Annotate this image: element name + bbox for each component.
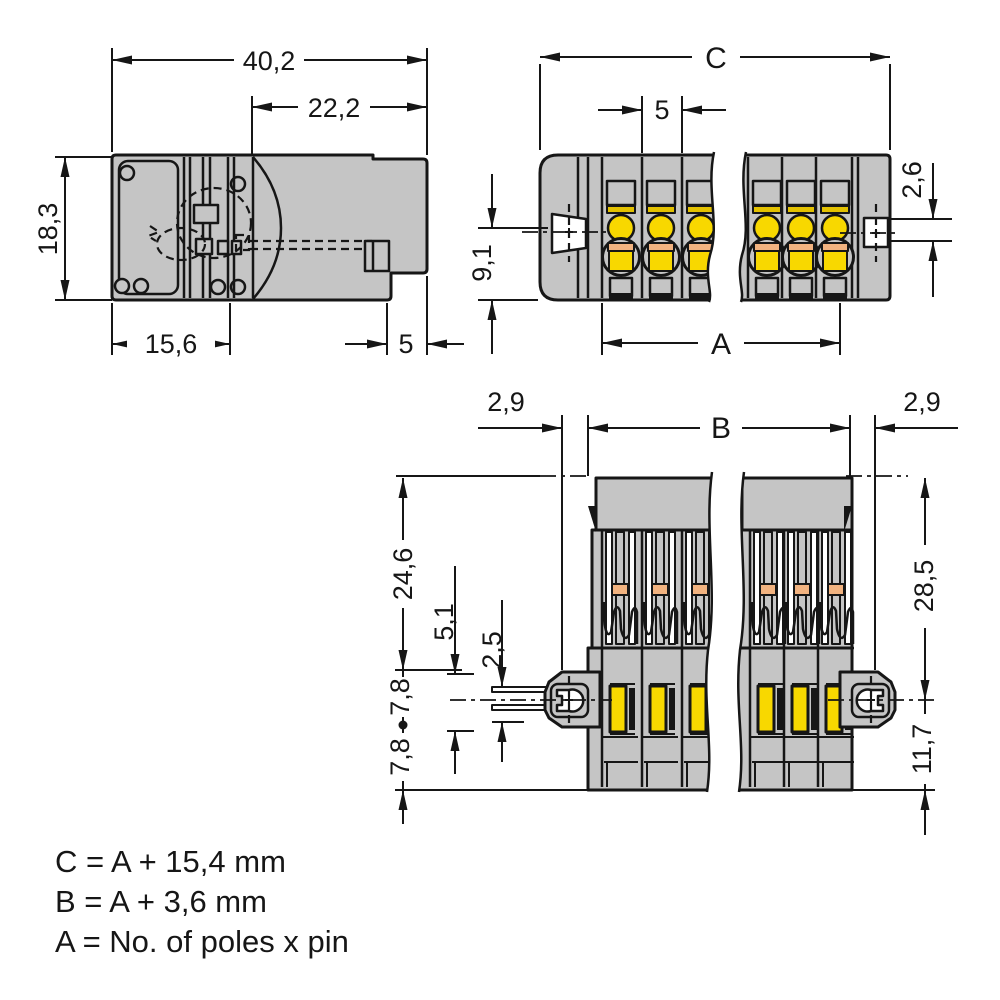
dim-total-width-C: C	[539, 42, 891, 150]
dim-pole-span-A: A	[601, 303, 841, 361]
legend-line-c: C = A + 15,4 mm	[55, 844, 286, 879]
top-view-left-mounting-slot	[550, 204, 588, 262]
side-view-latch	[363, 239, 391, 273]
dim-pin-offset-2-5: 2,5	[477, 600, 524, 762]
dim-total-height-28-5: 28,5	[909, 478, 939, 700]
dim-left-width-15-6: 15,6	[111, 303, 231, 359]
dim-label-A: A	[711, 328, 731, 361]
dim-label-9-1: 9,1	[467, 244, 497, 282]
dim-label-15-6: 15,6	[145, 329, 198, 359]
dim-collar-height-5-1: 5,1	[429, 566, 474, 774]
legend: C = A + 15,4 mm B = A + 3,6 mm A = No. o…	[55, 844, 349, 959]
dim-label-7-8-upper: 7,8	[385, 678, 415, 716]
dim-label-B: B	[711, 412, 731, 445]
dim-label-24-6: 24,6	[388, 548, 418, 601]
dim-label-11-7: 11,7	[907, 724, 937, 775]
dim-label-18-3: 18,3	[33, 203, 63, 256]
front-view: 2,9 B 2,9 24,6 7,8 7,	[385, 387, 958, 835]
front-view-break-lines	[705, 471, 746, 793]
dim-left-offset-2-9: 2,9	[478, 387, 589, 670]
dim-label-5-step: 5	[398, 329, 413, 359]
dim-label-22-2: 22,2	[308, 93, 361, 123]
dim-label-2-5: 2,5	[477, 631, 507, 669]
dim-pin-row-7-8-lower: 7,8	[385, 725, 415, 824]
dim-center-to-edge-9-1: 9,1	[467, 174, 606, 354]
dim-pole-pitch-5: 5	[598, 95, 726, 153]
dim-step-width-5: 5	[345, 276, 464, 359]
side-view-body	[110, 153, 429, 302]
dim-label-2-6: 2,6	[897, 161, 927, 199]
dim-label-40-2: 40,2	[243, 46, 296, 76]
legend-line-a: A = No. of poles x pin	[55, 924, 349, 959]
dim-lower-height-11-7: 11,7	[907, 700, 937, 835]
dim-label-C: C	[705, 42, 727, 75]
dim-slot-height-2-6: 2,6	[840, 161, 952, 297]
dim-label-28-5: 28,5	[909, 560, 939, 613]
dim-body-width-B: B	[588, 412, 850, 445]
dim-total-width-40-2: 40,2	[111, 46, 428, 155]
dim-pin-row-7-8-upper: 7,8	[385, 670, 415, 730]
top-view: C 5 9,1 2,6	[467, 42, 952, 361]
dim-height-18-3: 18,3	[33, 156, 112, 301]
side-view: 40,2 22,2 18,3 15,6 5	[33, 46, 464, 359]
dim-label-2-9-left: 2,9	[487, 387, 525, 417]
dim-label-5-pitch: 5	[654, 95, 669, 125]
dim-label-7-8-lower: 7,8	[385, 738, 415, 776]
front-view-pins	[491, 686, 549, 711]
dim-label-2-9-right: 2,9	[903, 387, 941, 417]
dim-pin-length-22-2: 22,2	[251, 93, 427, 155]
legend-line-b: B = A + 3,6 mm	[55, 884, 267, 919]
dim-right-offset-2-9: 2,9	[849, 387, 958, 670]
top-view-break-lines	[706, 151, 748, 303]
dim-upper-height-24-6: 24,6	[388, 478, 462, 671]
dim-label-5-1: 5,1	[429, 603, 459, 641]
